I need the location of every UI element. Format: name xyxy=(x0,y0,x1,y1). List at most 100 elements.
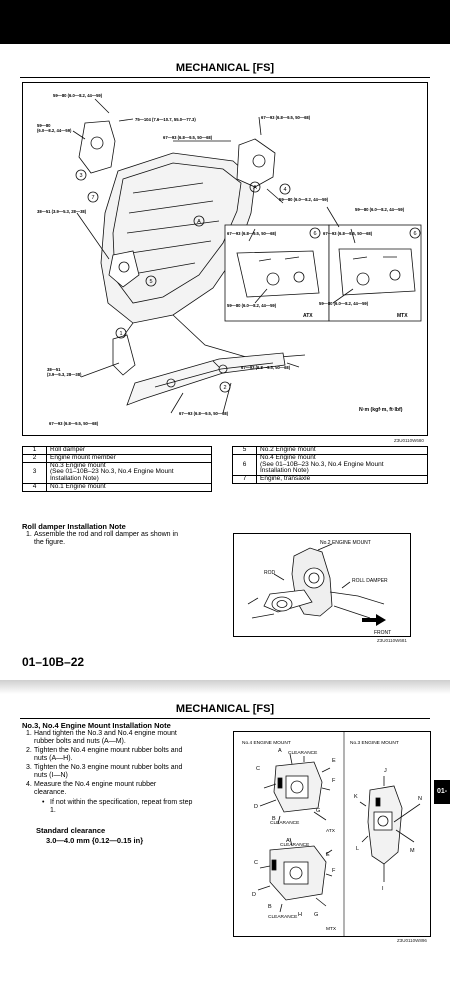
table-row: 2 Engine mount member xyxy=(22,453,212,463)
torque-label: 67—93 (6.8—9.5, 50—68) xyxy=(49,421,99,426)
torque-label: 38—51 (3.9—5.3, 28—38) xyxy=(37,209,87,214)
atx-label: ATX xyxy=(326,828,336,834)
torque-label: 67—93 (6.8—9.5, 50—68) xyxy=(241,365,291,370)
engine-mount-exploded-figure: 59—80 (6.0—8.2, 44—59) 75—104 (7.6—10.7,… xyxy=(22,82,428,436)
table-row: 7 Engine, transaxle xyxy=(232,475,428,485)
torque-label: 59—80 (6.0—8.2, 44—59) xyxy=(355,207,405,212)
point-letter: B xyxy=(272,816,276,822)
point-letter: N xyxy=(418,796,422,802)
figure-code: Z3U0110W681 xyxy=(377,638,407,643)
point-letter: E xyxy=(332,758,336,764)
rod-label: ROD xyxy=(264,570,276,576)
torque-label: 67—93 (6.8—9.5, 50—68) xyxy=(227,231,277,236)
part-number: 6 xyxy=(232,453,257,477)
callout-number: 5 xyxy=(149,279,152,285)
roll-damper-label: ROLL DAMPER xyxy=(352,578,388,584)
step-text: Tighten the No.3 engine mount rubber bol… xyxy=(34,764,183,779)
section-title: MECHANICAL [FS] xyxy=(175,62,275,74)
point-letter: M xyxy=(410,848,415,854)
front-label: FRONT xyxy=(374,630,391,636)
view-a-marker: A xyxy=(197,219,201,225)
point-letter: D xyxy=(252,892,256,898)
figure-code: Z3U0110W896 xyxy=(397,938,427,943)
point-letter: J xyxy=(384,768,387,774)
point-letter: F xyxy=(332,868,336,874)
part-number: 5 xyxy=(232,446,257,455)
figure-code: Z3U0110W680 xyxy=(394,438,424,443)
point-letter: C xyxy=(256,766,260,772)
section-rule xyxy=(20,718,430,719)
roll-damper-figure: No.2 ENGINE MOUNT ROD ROLL DAMPER FRONT xyxy=(233,533,411,637)
point-letter: I xyxy=(382,886,384,892)
note-step: 1. Hand tighten the No.3 and No.4 engine… xyxy=(26,730,226,747)
part-number: 3 xyxy=(22,461,47,485)
step-number: 1. xyxy=(26,531,32,538)
table-row: 4 No.1 Engine mount xyxy=(22,483,212,492)
part-name: No.4 Engine mount (See 01–10B–23 No.3, N… xyxy=(256,453,428,477)
torque-units: N·m (kgf·m, ft·lbf) xyxy=(359,407,403,413)
no3-engine-mount-title: No.3 ENGINE MOUNT xyxy=(350,740,399,746)
step-text: Tighten the No.4 engine mount rubber bol… xyxy=(34,747,183,762)
clearance-figure: No.4 ENGINE MOUNT No.3 ENGINE MOUNT CLEA… xyxy=(233,731,431,937)
view-a-marker: A xyxy=(253,185,257,191)
point-letter: E xyxy=(326,852,330,858)
note-step: 4. Measure the No.4 engine mount rubber … xyxy=(26,781,226,798)
point-letter: C xyxy=(254,860,258,866)
note-step: 1. Assemble the rod and roll damper as s… xyxy=(26,531,226,551)
clearance-label: CLEARANCE xyxy=(280,842,309,848)
point-letter: F xyxy=(332,778,336,784)
note-step: 2. Tighten the No.4 engine mount rubber … xyxy=(26,747,226,764)
point-letter: A xyxy=(278,748,282,754)
step-text: Assemble the rod and roll damper as show… xyxy=(34,531,178,546)
part-number: 4 xyxy=(22,483,47,492)
step-number: 2. xyxy=(26,747,32,754)
step-number: 1. xyxy=(26,730,32,737)
callout-number: 7 xyxy=(91,195,94,201)
callout-number: 6 xyxy=(313,231,316,237)
chapter-tab: 01- xyxy=(434,780,450,804)
step-text: Measure the No.4 engine mount rubber cle… xyxy=(34,781,157,796)
point-letter: L xyxy=(356,846,359,852)
clearance-drawing: No.4 ENGINE MOUNT No.3 ENGINE MOUNT CLEA… xyxy=(242,732,422,936)
callout-number: 4 xyxy=(283,187,286,193)
no2-engine-mount-label: No.2 ENGINE MOUNT xyxy=(320,540,371,546)
bullet-text: If not within the specification, repeat … xyxy=(50,799,193,814)
step-number: 4. xyxy=(26,781,32,788)
mount-note-heading: No.3, No.4 Engine Mount Installation Not… xyxy=(22,721,171,730)
torque-label: 67—93 (6.8—9.5, 50—68) xyxy=(163,135,213,140)
point-letter: A xyxy=(286,838,290,844)
step-number: 3. xyxy=(26,764,32,771)
parts-table-right: 5 No.2 Engine mount 6 No.4 Engine mount … xyxy=(232,446,428,485)
mtx-label: MTX xyxy=(397,313,408,319)
torque-label: 59—80 (6.0—8.2, 44—59) xyxy=(319,301,369,306)
point-letter: G xyxy=(316,808,320,814)
torque-label: 38—51(3.9—5.3, 28—38) xyxy=(47,367,82,377)
torque-label: 59—80 (6.0—8.2, 44—59) xyxy=(227,303,277,308)
part-number: 2 xyxy=(22,453,47,463)
callout-number: 1 xyxy=(119,331,122,337)
section-rule xyxy=(20,77,430,78)
part-number: 7 xyxy=(232,475,257,485)
roll-damper-note-heading: Roll damper Installation Note xyxy=(22,522,126,531)
standard-clearance-value: 3.0—4.0 mm {0.12—0.15 in} xyxy=(46,836,144,845)
roll-damper-drawing: No.2 ENGINE MOUNT ROD ROLL DAMPER FRONT xyxy=(247,540,391,636)
part-name: Engine mount member xyxy=(46,453,212,463)
note-step: 3. Tighten the No.3 engine mount rubber … xyxy=(26,764,226,781)
table-row: 3 No.3 Engine mount (See 01–10B–23 No.3,… xyxy=(22,461,212,485)
torque-label: 67—93 (6.8—9.5, 50—68) xyxy=(261,115,311,120)
page-number: 01–10B–22 xyxy=(22,655,85,669)
clearance-label: CLEARANCE xyxy=(268,914,297,920)
point-letter: H xyxy=(298,912,302,918)
bullet-dot: • xyxy=(42,799,45,806)
torque-label: 67—93 (6.8—9.5, 50—68) xyxy=(323,231,373,236)
callout-number: 2 xyxy=(223,385,226,391)
point-letter: D xyxy=(254,804,258,810)
section-title: MECHANICAL [FS] xyxy=(175,703,275,715)
engine-mount-drawing: 59—80 (6.0—8.2, 44—59) 75—104 (7.6—10.7,… xyxy=(37,93,422,426)
torque-label: 59—80 (6.0—8.2, 44—59) xyxy=(53,93,103,98)
mtx-label: MTX xyxy=(326,926,337,932)
callout-number: 6 xyxy=(413,231,416,237)
table-row: 6 No.4 Engine mount (See 01–10B–23 No.3,… xyxy=(232,453,428,477)
torque-label: 67—93 (6.8—9.5, 50—68) xyxy=(179,411,229,416)
torque-label: 59—80 (6.0—8.2, 44—59) xyxy=(279,197,329,202)
